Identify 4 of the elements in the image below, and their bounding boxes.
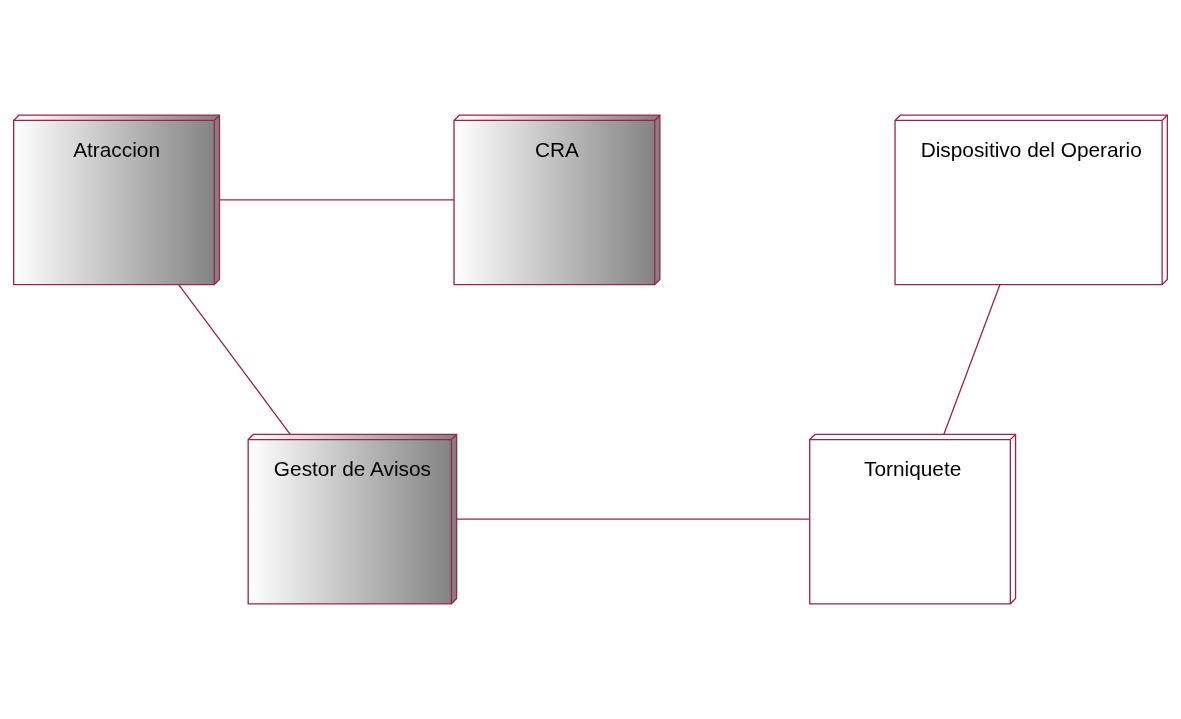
connector — [178, 284, 291, 435]
connector — [943, 284, 1001, 435]
connector — [219, 199, 455, 201]
connector — [456, 518, 811, 520]
